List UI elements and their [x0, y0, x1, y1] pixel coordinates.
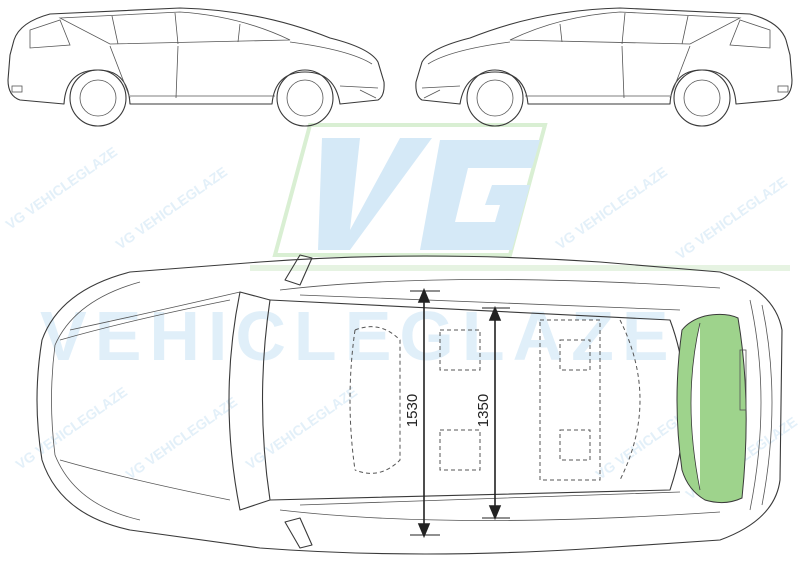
dimension-label-1530: 1530: [404, 393, 422, 428]
top-view: [36, 254, 783, 555]
dimension-1530: [410, 287, 440, 539]
side-view-left: [7, 7, 385, 127]
side-view-right: [415, 7, 793, 127]
rear-windscreen-highlight: [676, 313, 747, 504]
svg-text:VEHICLEGLAZE: VEHICLEGLAZE: [40, 297, 677, 375]
dimension-1350: [482, 305, 510, 521]
dimension-label-1350: 1350: [475, 393, 493, 428]
